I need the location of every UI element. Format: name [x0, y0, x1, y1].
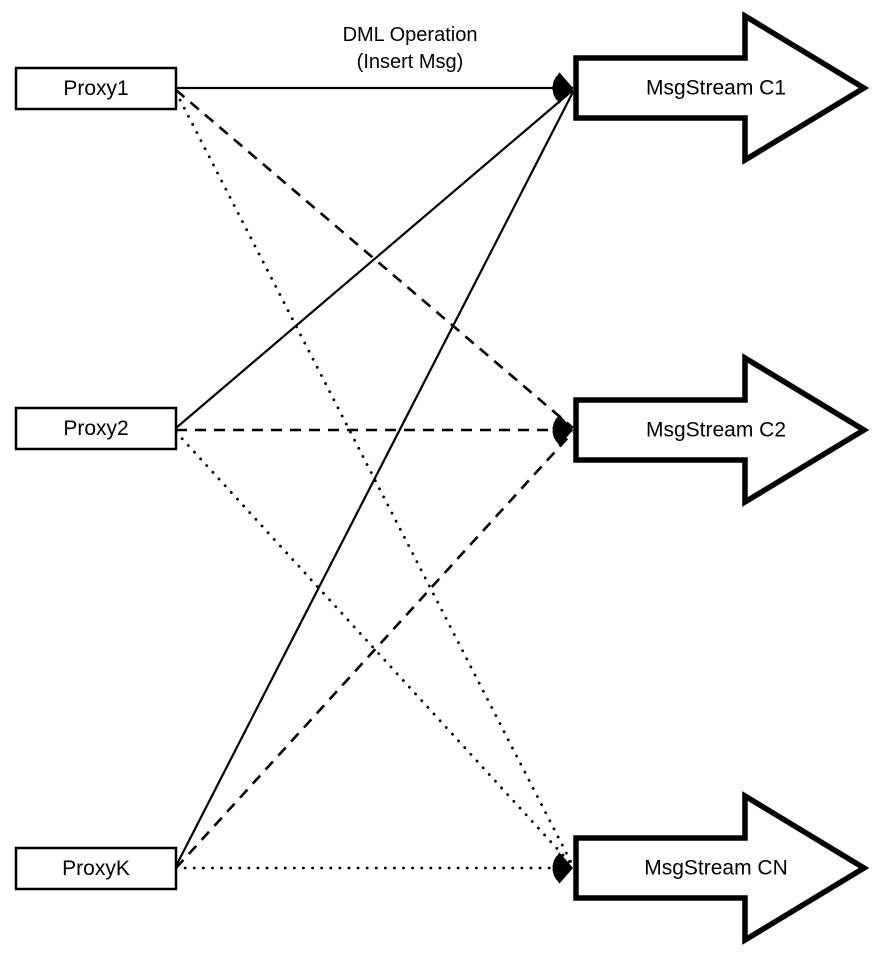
proxy-label-proxyK: ProxyK [62, 857, 130, 880]
link-proxyK-to-c1 [175, 91, 574, 867]
dml-operation-label-line2: (Insert Msg) [357, 51, 464, 73]
link-proxy1-to-cn [174, 90, 575, 868]
arrowhead-head-c1 [552, 72, 573, 104]
arrowhead-barb [553, 852, 573, 868]
msgstream-label-cn: MsgStream CN [644, 857, 788, 880]
msgstream-arrow-shape-c2[interactable] [573, 353, 870, 507]
arrowhead-head-c2 [552, 414, 573, 446]
link-layer [174, 86, 575, 870]
link-proxy1-to-c2 [175, 89, 574, 429]
msgstream-label-c1: MsgStream C1 [646, 77, 786, 100]
msgstream-node-layer: MsgStream C1 MsgStream C2 MsgStream CN [573, 11, 870, 945]
proxy-label-proxy1: Proxy1 [63, 77, 128, 100]
arrowhead-barb [553, 868, 573, 884]
msgstream-node-c2[interactable]: MsgStream C2 [573, 353, 870, 507]
proxy-label-proxy2: Proxy2 [63, 417, 128, 440]
msgstream-node-c1[interactable]: MsgStream C1 [573, 11, 870, 165]
proxy-node-proxy2[interactable]: Proxy2 [14, 406, 178, 451]
edge-annotation: DML Operation (Insert Msg) [343, 24, 478, 73]
arrowhead-layer [552, 72, 573, 884]
msgstream-node-cn[interactable]: MsgStream CN [573, 791, 870, 945]
link-proxyK-to-c2 [175, 431, 574, 869]
proxy-node-proxy1[interactable]: Proxy1 [14, 66, 178, 111]
msgstream-label-c2: MsgStream C2 [646, 419, 786, 442]
arrowhead-head-cn [552, 852, 573, 884]
msgstream-arrow-shape-c1[interactable] [573, 11, 870, 165]
arrowhead-barb [553, 88, 573, 104]
proxy-box-proxy2[interactable] [14, 406, 178, 451]
arrowhead-barb [553, 414, 573, 430]
arrowhead-barb [553, 430, 573, 446]
msgstream-arrow-shape-cn[interactable] [573, 791, 870, 945]
link-proxy2-to-c1 [175, 89, 574, 429]
proxy-box-proxy1[interactable] [14, 66, 178, 111]
dml-operation-label-line1: DML Operation [343, 24, 478, 46]
link-proxy2-to-cn [174, 430, 575, 868]
arrowhead-barb [553, 72, 573, 88]
proxy-node-proxyK[interactable]: ProxyK [14, 846, 178, 891]
proxy-box-proxyK[interactable] [14, 846, 178, 891]
